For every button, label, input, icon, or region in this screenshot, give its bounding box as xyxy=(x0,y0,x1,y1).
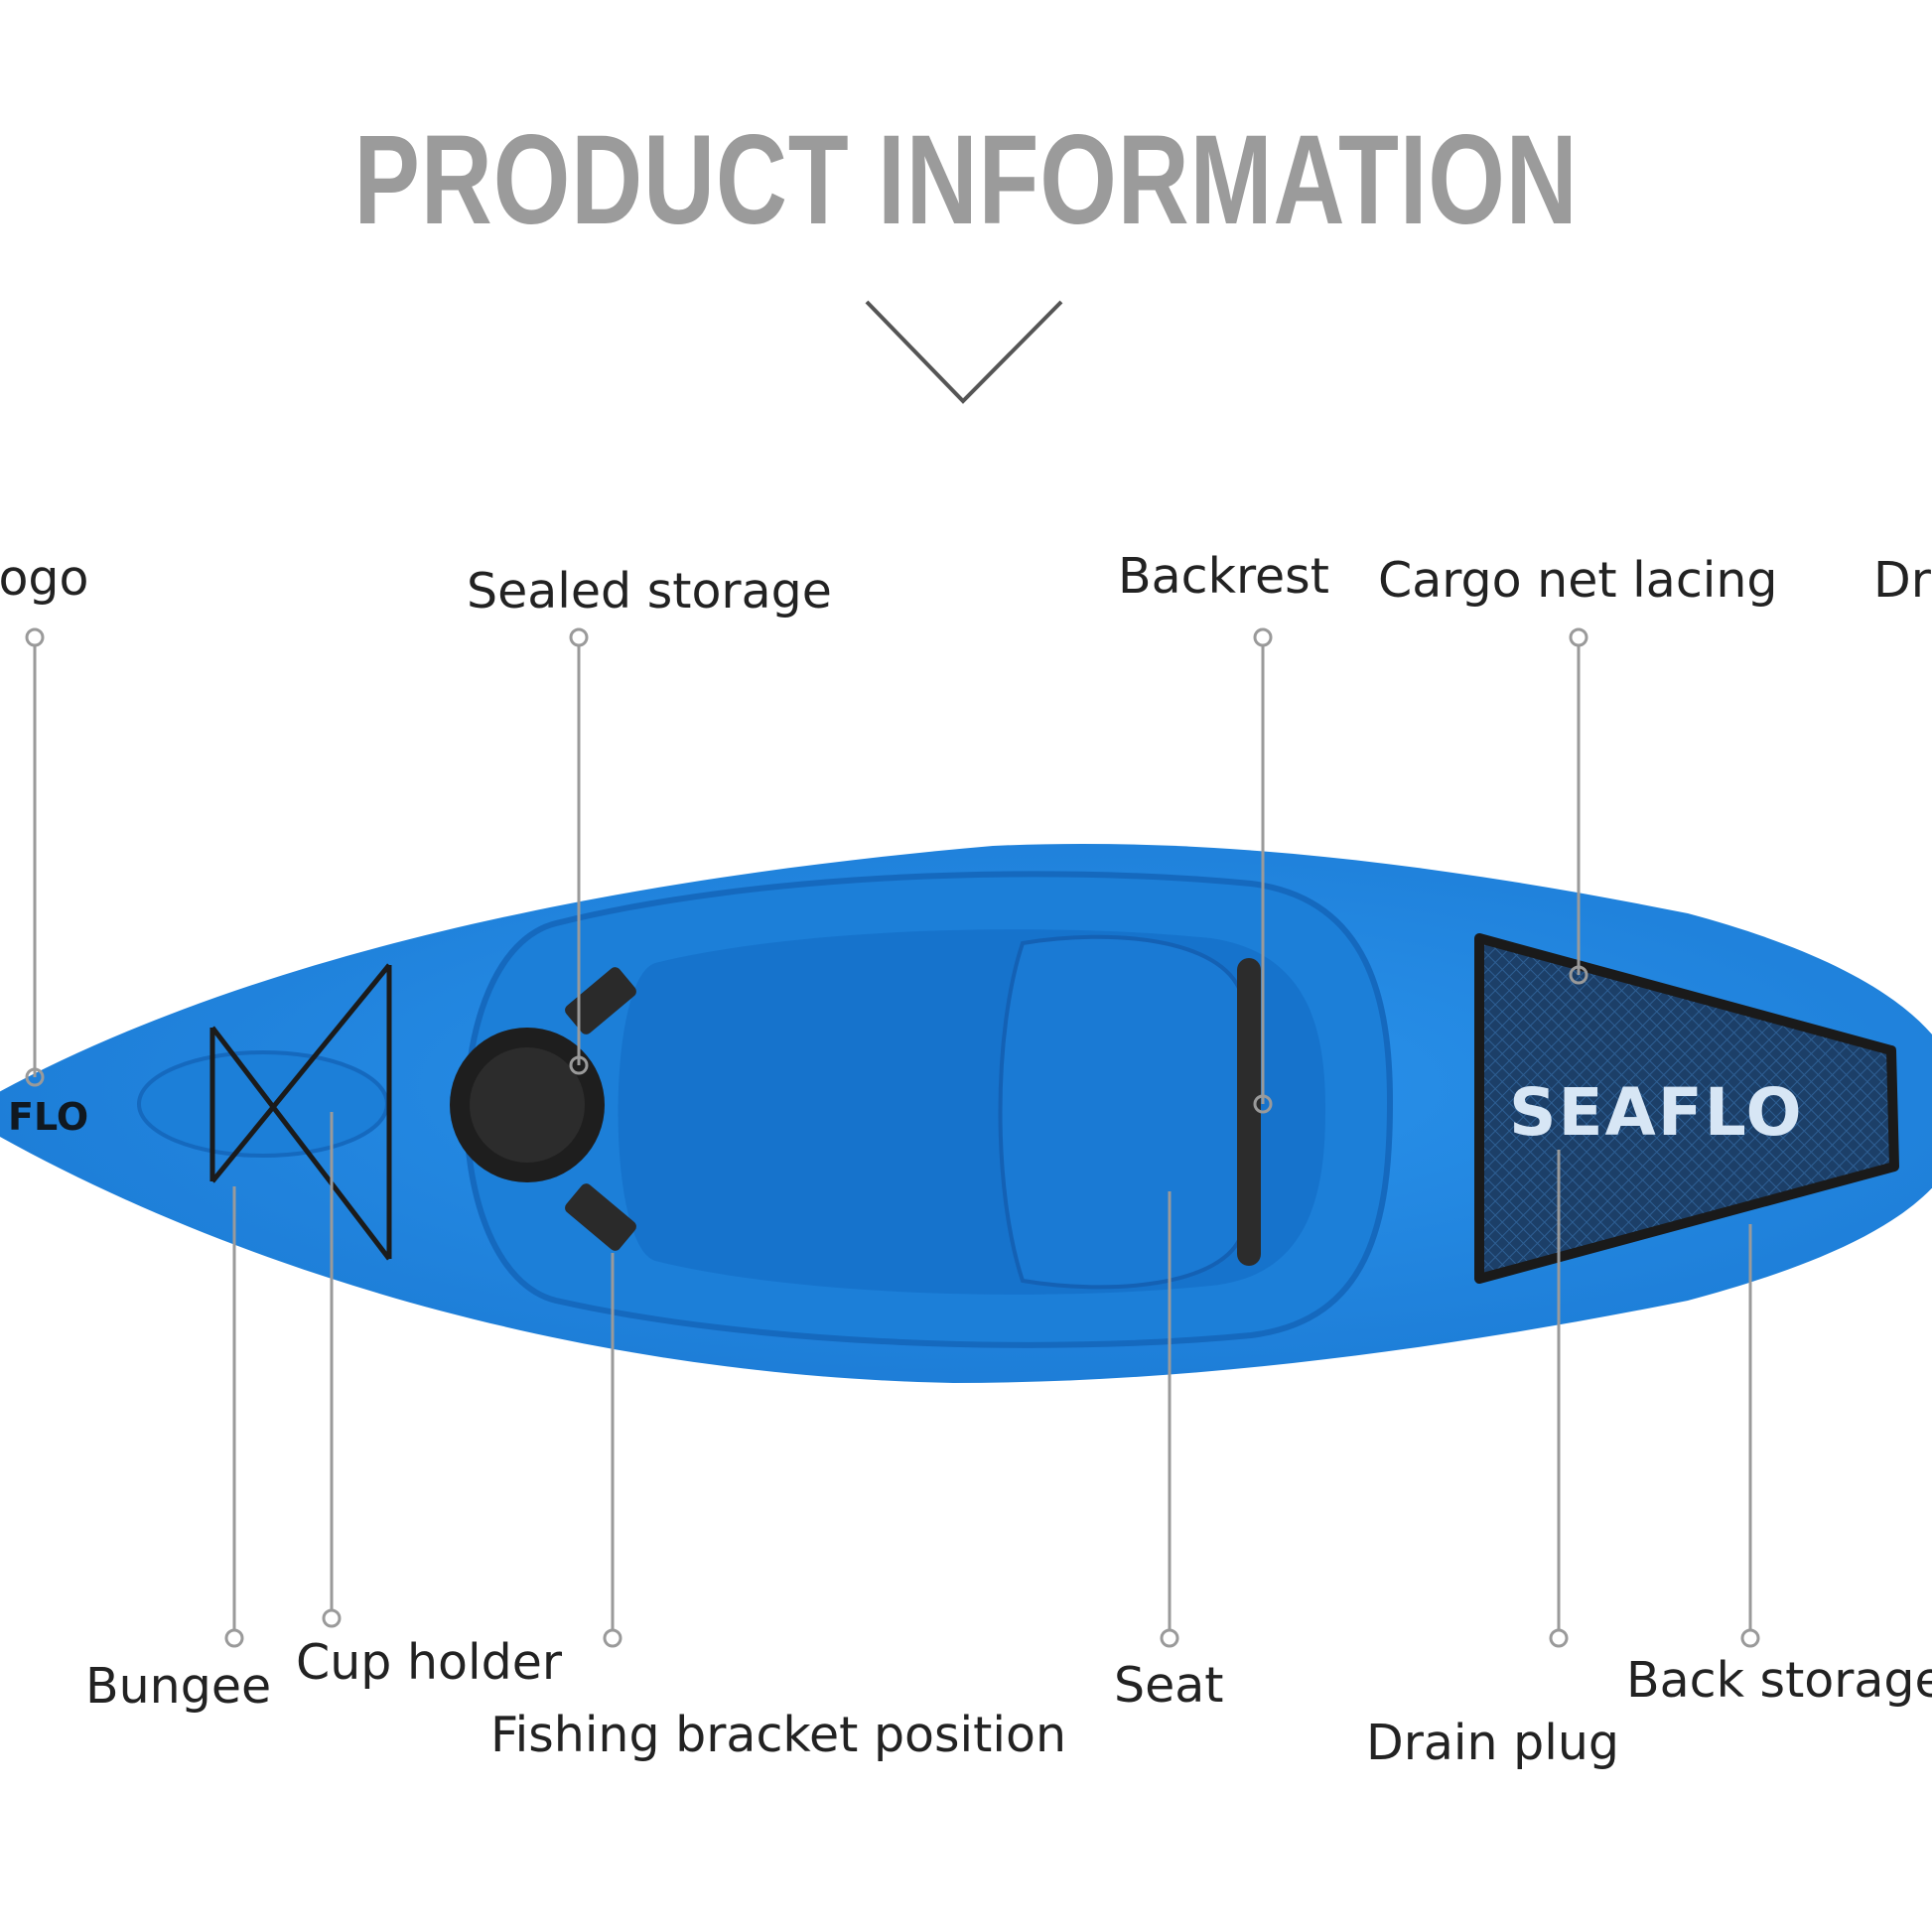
dot-sealed-storage xyxy=(569,627,589,647)
page-title: PRODUCT INFORMATION xyxy=(353,109,1579,251)
back-storage-net xyxy=(1474,933,1899,1284)
end-logo xyxy=(25,1067,45,1087)
dot-bungee xyxy=(224,1628,244,1648)
kayak-nose-logo: FLO xyxy=(8,1095,89,1139)
callout-label-seat: Seat xyxy=(1114,1657,1224,1714)
end-backrest xyxy=(1253,1094,1273,1114)
callout-label-cup-holder: Cup holder xyxy=(296,1634,562,1691)
end-sealed-storage xyxy=(569,1055,589,1075)
dot-seat xyxy=(1160,1628,1179,1648)
callout-label-cargo-net-lacing: Cargo net lacing xyxy=(1378,552,1778,609)
bungee-cords xyxy=(209,963,392,1261)
callout-label-bungee: Bungee xyxy=(85,1658,272,1715)
kayak-brand-logo: SEAFLO xyxy=(1509,1074,1804,1151)
dot-fishing-bracket-position xyxy=(603,1628,622,1648)
dot-backrest xyxy=(1253,627,1273,647)
end-cargo-net-lacing xyxy=(1569,965,1588,985)
bracket-pad-top xyxy=(565,967,636,1035)
callout-label-back-storage: Back storage xyxy=(1626,1652,1932,1709)
callout-label-drain-plug: Drain plug xyxy=(1366,1715,1620,1771)
callout-label-backrest: Backrest xyxy=(1118,548,1329,605)
kayak-backrest xyxy=(1237,958,1261,1266)
callout-label-fishing-bracket-position: Fishing bracket position xyxy=(490,1707,1067,1763)
callout-label-dr: Dr xyxy=(1873,552,1931,609)
callout-label-sealed-storage: Sealed storage xyxy=(467,563,832,620)
chevron-down-icon xyxy=(865,300,1063,404)
dot-cup-holder xyxy=(322,1608,342,1628)
dot-drain-plug xyxy=(1549,1628,1569,1648)
dot-back-storage xyxy=(1740,1628,1760,1648)
callout-label-logo: Logo xyxy=(0,550,89,607)
hatch-lid xyxy=(470,1047,585,1163)
bracket-pad-bottom xyxy=(565,1183,636,1251)
dot-cargo-net-lacing xyxy=(1569,627,1588,647)
dot-logo xyxy=(25,627,45,647)
